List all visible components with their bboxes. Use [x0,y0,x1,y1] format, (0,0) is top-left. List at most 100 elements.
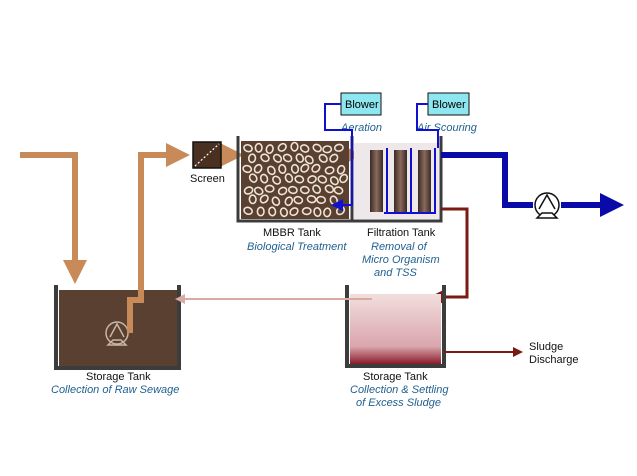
storage-tank-sludge [345,285,446,368]
filtration-tank-title: Filtration Tank [367,227,436,239]
excess-sludge-line [429,207,469,305]
carrier-media [317,175,328,184]
carrier-media [300,163,310,173]
carrier-media [299,185,310,195]
storage-raw-title: Storage Tank [86,371,151,383]
tank-wall [54,285,181,370]
carrier-media [333,186,344,195]
filter-membrane [418,150,431,212]
screen-icon [192,141,222,169]
carrier-media [301,206,312,216]
mbbr-media [242,141,349,218]
carrier-media [254,142,263,153]
carrier-media [287,185,298,195]
carrier-media [279,207,289,218]
carrier-media [248,173,258,183]
carrier-media [318,153,328,163]
filtration-tank [352,136,443,223]
carrier-media [329,176,339,186]
carrier-media [243,206,253,216]
carrier-media [260,153,270,163]
carrier-media [307,175,317,184]
filtration-subtitle-3: and TSS [374,267,417,279]
carrier-media [284,196,294,207]
blower-label: Blower [432,99,466,111]
tank-wall [345,285,446,368]
carrier-media [312,143,322,153]
carrier-media [336,164,346,175]
carrier-media [306,195,317,204]
carrier-media [299,144,310,153]
carrier-media [268,206,277,217]
filtration-subtitle-2: Micro Organism [362,254,440,266]
carrier-media [242,164,253,174]
carrier-media [304,155,314,165]
pump-icon [534,192,560,219]
air-lines [324,103,439,211]
carrier-media [312,184,322,194]
carrier-media [329,153,339,163]
carrier-media [256,206,265,217]
sludge-discharge-line2: Discharge [529,354,579,366]
carrier-media [324,184,335,194]
carrier-media [248,194,257,205]
carrier-media [247,153,257,164]
carrier-media [290,163,300,174]
carrier-media [272,153,283,163]
carrier-media [264,184,275,193]
carrier-media [284,173,294,183]
filtration-subtitle-1: Removal of [371,241,428,253]
carrier-media [278,164,287,174]
scouring-air-line [416,103,439,148]
raw-flow-lines [20,143,362,333]
carrier-media [311,163,321,173]
carrier-media [277,142,287,152]
storage-raw-subtitle: Collection of Raw Sewage [51,384,179,396]
blower-scouring-caption: Air Scouring [416,122,478,134]
screen-label: Screen [190,173,225,185]
influent-line [20,152,87,284]
filter-membrane [394,150,407,212]
carrier-media [243,143,253,153]
treated-effluent [441,152,624,217]
mbbr-tank-title: MBBR Tank [263,227,321,239]
mbbr-tank [236,136,354,223]
carrier-media [243,186,254,195]
tank-wall [352,136,443,223]
carrier-media [324,166,335,175]
carrier-media [295,153,305,163]
carrier-media [272,175,282,185]
carrier-media [313,207,322,217]
carrier-media [271,196,281,207]
carrier-media [316,195,327,205]
sludge-discharge-line1: Sludge [529,341,563,353]
storage-sludge-title: Storage Tank [363,371,428,383]
carrier-media [294,175,305,184]
carrier-media [290,141,299,152]
carrier-media [253,163,263,174]
storage-tank-raw [54,285,181,370]
carrier-media [267,165,276,176]
blower-aeration: Blower [340,92,382,116]
sludge-liquid [350,294,441,364]
carrier-media [259,194,269,204]
carrier-media [293,195,304,205]
blower-aeration-caption: Aeration [340,122,382,134]
mbbr-tank-subtitle: Biological Treatment [247,241,347,253]
aeration-air-line [324,103,353,211]
carrier-media [253,186,264,196]
raw-sewage-liquid [59,290,177,366]
storage-sludge-subtitle-1: Collection & Settling [350,384,449,396]
carrier-media [265,144,274,155]
filter-membrane [370,150,383,212]
pump-to-screen-line [127,143,190,333]
treated-flow-line [441,152,533,208]
carrier-media [339,173,349,184]
carrier-media [333,143,344,152]
carrier-media [277,186,288,196]
carrier-media [323,207,332,218]
storage-sludge-subtitle-2: of Excess Sludge [356,397,441,409]
blower-scouring: Blower [427,92,470,116]
blower-label: Blower [345,99,379,111]
